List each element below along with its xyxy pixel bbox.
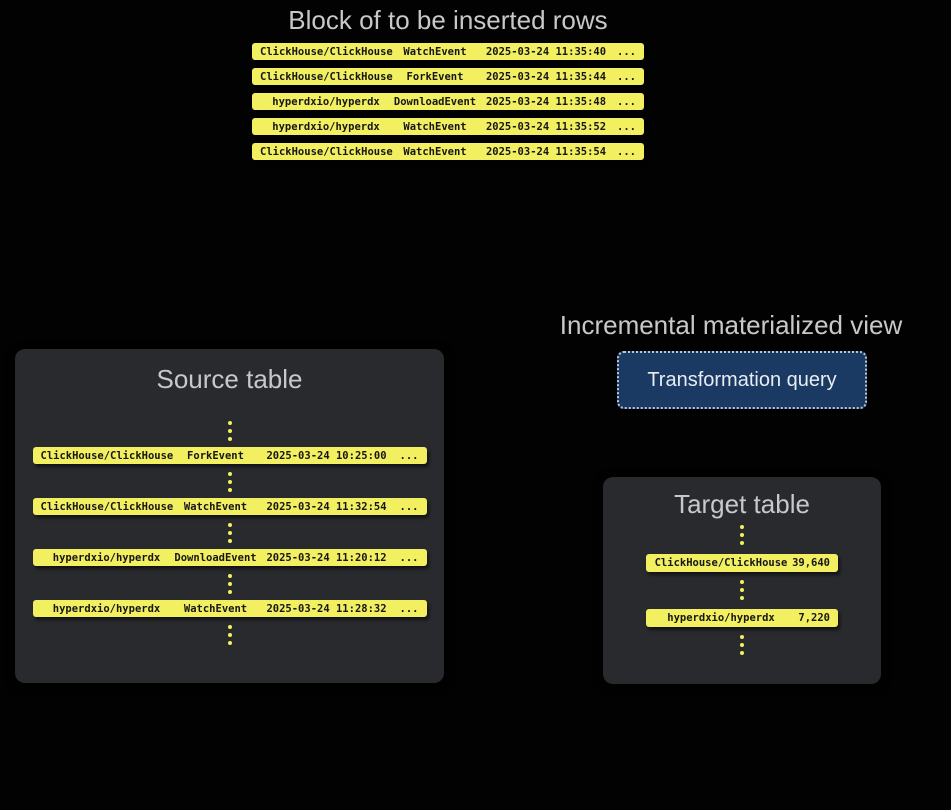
row-more: ... bbox=[399, 500, 419, 513]
row-event: WatchEvent bbox=[403, 145, 467, 158]
row-repo: hyperdxio/hyperdx bbox=[667, 612, 775, 624]
dot bbox=[227, 625, 232, 629]
target-row-2: hyperdxio/hyperdx 7,220 bbox=[646, 609, 838, 627]
source-table-title: Source table bbox=[156, 364, 303, 394]
row-repo: hyperdxio/hyperdx bbox=[52, 602, 161, 615]
row-count: 39,640 bbox=[792, 557, 830, 569]
row-more: ... bbox=[617, 120, 636, 133]
row-more: ... bbox=[617, 145, 636, 158]
row-timestamp: 2025-03-24 11:28:32 bbox=[266, 602, 387, 615]
ellipsis-dots bbox=[227, 472, 232, 492]
dot bbox=[227, 488, 232, 492]
dot bbox=[227, 437, 232, 441]
row-timestamp: 2025-03-24 10:25:00 bbox=[266, 449, 387, 462]
dot bbox=[740, 580, 744, 584]
target-row-1: ClickHouse/ClickHouse 39,640 bbox=[646, 554, 838, 572]
target-table-title: Target table bbox=[674, 489, 810, 519]
row-repo: hyperdxio/hyperdx bbox=[272, 120, 380, 133]
source-row-4: hyperdxio/hyperdx WatchEvent 2025-03-24 … bbox=[32, 600, 427, 617]
inserted-row-4: hyperdxio/hyperdx WatchEvent 2025-03-24 … bbox=[252, 118, 644, 135]
dot bbox=[740, 541, 744, 545]
inserted-row-2: ClickHouse/ClickHouse ForkEvent 2025-03-… bbox=[252, 68, 644, 85]
row-count: 7,220 bbox=[798, 612, 830, 624]
ellipsis-dots bbox=[227, 625, 232, 645]
row-timestamp: 2025-03-24 11:35:52 bbox=[485, 120, 607, 133]
dot bbox=[740, 643, 744, 647]
row-repo: ClickHouse/ClickHouse bbox=[40, 449, 174, 462]
dot bbox=[227, 531, 232, 535]
row-event: DownloadEvent bbox=[174, 551, 257, 564]
source-row-2: ClickHouse/ClickHouse WatchEvent 2025-03… bbox=[32, 498, 427, 515]
dot bbox=[740, 635, 744, 639]
row-repo: ClickHouse/ClickHouse bbox=[260, 45, 393, 58]
ellipsis-dots bbox=[740, 635, 744, 655]
row-timestamp: 2025-03-24 11:32:54 bbox=[266, 500, 387, 513]
dot bbox=[740, 651, 744, 655]
dot bbox=[740, 588, 744, 592]
row-timestamp: 2025-03-24 11:35:40 bbox=[485, 45, 607, 58]
row-repo: ClickHouse/ClickHouse bbox=[654, 557, 788, 569]
row-more: ... bbox=[399, 602, 419, 615]
row-more: ... bbox=[617, 95, 636, 108]
dot bbox=[227, 480, 232, 484]
ellipsis-dots bbox=[740, 525, 744, 545]
inserted-row-5: ClickHouse/ClickHouse WatchEvent 2025-03… bbox=[252, 143, 644, 160]
row-timestamp: 2025-03-24 11:20:12 bbox=[266, 551, 387, 564]
row-more: ... bbox=[617, 70, 636, 83]
row-repo: ClickHouse/ClickHouse bbox=[40, 500, 174, 513]
dot bbox=[227, 472, 232, 476]
row-event: WatchEvent bbox=[183, 602, 248, 615]
target-table-box: Target table ClickHouse/ClickHouse 39,64… bbox=[603, 477, 881, 684]
dot bbox=[227, 421, 232, 425]
ellipsis-dots bbox=[740, 580, 744, 600]
dot bbox=[227, 590, 232, 594]
ellipsis-dots bbox=[227, 421, 232, 441]
insert-block: Block of to be inserted rows ClickHouse/… bbox=[252, 4, 644, 168]
ellipsis-dots bbox=[227, 574, 232, 594]
row-event: ForkEvent bbox=[187, 449, 244, 462]
source-table-box: Source table ClickHouse/ClickHouse ForkE… bbox=[15, 349, 444, 683]
dot bbox=[227, 574, 232, 578]
inserted-row-3: hyperdxio/hyperdx DownloadEvent 2025-03-… bbox=[252, 93, 644, 110]
row-repo: hyperdxio/hyperdx bbox=[272, 95, 380, 108]
dot bbox=[740, 525, 744, 529]
row-event: WatchEvent bbox=[183, 500, 248, 513]
row-repo: ClickHouse/ClickHouse bbox=[260, 70, 393, 83]
dot bbox=[227, 582, 232, 586]
row-more: ... bbox=[399, 551, 419, 564]
dot bbox=[227, 539, 232, 543]
transformation-query-button[interactable]: Transformation query bbox=[617, 351, 867, 409]
row-repo: hyperdxio/hyperdx bbox=[52, 551, 161, 564]
row-more: ... bbox=[617, 45, 636, 58]
dot bbox=[740, 596, 744, 600]
row-timestamp: 2025-03-24 11:35:54 bbox=[485, 145, 607, 158]
source-row-3: hyperdxio/hyperdx DownloadEvent 2025-03-… bbox=[32, 549, 427, 566]
inserted-row-1: ClickHouse/ClickHouse WatchEvent 2025-03… bbox=[252, 43, 644, 60]
dot bbox=[227, 523, 232, 527]
row-timestamp: 2025-03-24 11:35:48 bbox=[485, 95, 607, 108]
materialized-view-title: Incremental materialized view bbox=[559, 310, 903, 340]
dot bbox=[227, 633, 232, 637]
source-row-1: ClickHouse/ClickHouse ForkEvent 2025-03-… bbox=[32, 447, 427, 464]
row-event: WatchEvent bbox=[403, 120, 467, 133]
insert-block-title: Block of to be inserted rows bbox=[288, 5, 608, 35]
row-repo: ClickHouse/ClickHouse bbox=[260, 145, 393, 158]
dot bbox=[227, 641, 232, 645]
row-more: ... bbox=[399, 449, 419, 462]
row-event: DownloadEvent bbox=[393, 95, 477, 108]
row-timestamp: 2025-03-24 11:35:44 bbox=[485, 70, 607, 83]
ellipsis-dots bbox=[227, 523, 232, 543]
row-event: ForkEvent bbox=[406, 70, 464, 83]
dot bbox=[740, 533, 744, 537]
dot bbox=[227, 429, 232, 433]
row-event: WatchEvent bbox=[403, 45, 467, 58]
